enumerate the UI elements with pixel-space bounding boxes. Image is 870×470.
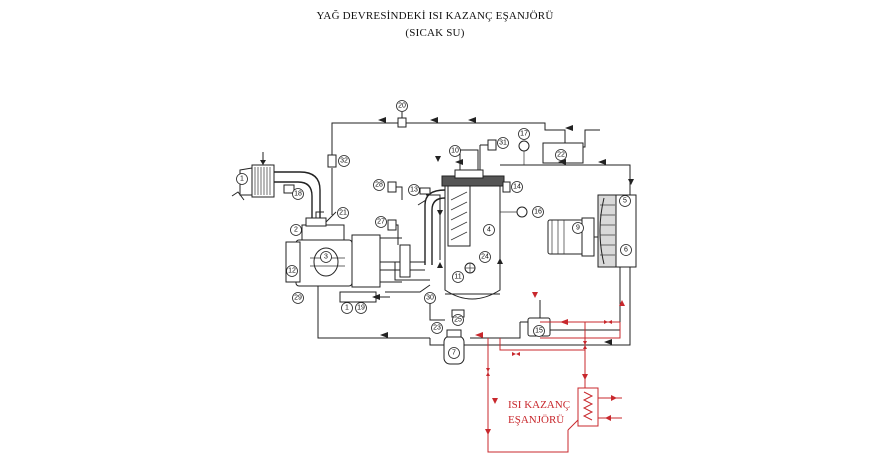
callout-c27: 27 [375, 216, 387, 228]
callout-c19: 19 [355, 302, 367, 314]
svg-text:14: 14 [513, 184, 521, 191]
svg-text:30: 30 [426, 295, 434, 302]
svg-text:9: 9 [576, 225, 580, 232]
callout-c13: 13 [408, 184, 420, 196]
svg-text:12: 12 [288, 268, 296, 275]
svg-text:13: 13 [410, 187, 418, 194]
svg-text:22: 22 [557, 152, 565, 159]
callout-c25: 25 [452, 314, 464, 326]
svg-text:32: 32 [340, 158, 348, 165]
oil-separator-tank [441, 149, 505, 300]
callout-c1b: 1 [341, 302, 353, 314]
callout-c10: 10 [449, 145, 461, 157]
callout-c11: 11 [452, 271, 464, 283]
callout-c2: 2 [290, 224, 302, 236]
svg-text:3: 3 [324, 254, 328, 261]
callout-c3: 3 [320, 251, 332, 263]
svg-text:28: 28 [375, 182, 383, 189]
callout-c20: 20 [396, 100, 408, 112]
svg-text:15: 15 [535, 328, 543, 335]
svg-text:24: 24 [481, 254, 489, 261]
heat-exchanger-label-line2: EŞANJÖRÜ [508, 414, 564, 426]
callout-c28: 28 [373, 179, 385, 191]
svg-text:4: 4 [487, 227, 491, 234]
svg-text:16: 16 [534, 209, 542, 216]
callout-c22: 22 [555, 149, 567, 161]
svg-text:19: 19 [357, 305, 365, 312]
svg-text:29: 29 [294, 295, 302, 302]
callout-c32: 32 [338, 155, 350, 167]
callout-c15: 15 [533, 325, 545, 337]
callout-c12: 12 [286, 265, 298, 277]
callout-c18: 18 [292, 188, 304, 200]
air-filter-assembly [231, 152, 321, 222]
svg-text:1: 1 [345, 305, 349, 312]
svg-text:18: 18 [294, 191, 302, 198]
svg-text:17: 17 [520, 131, 528, 138]
compressor-block [285, 211, 411, 303]
svg-text:27: 27 [377, 219, 385, 226]
callout-c30: 30 [424, 292, 436, 304]
svg-text:11: 11 [454, 274, 461, 281]
svg-text:2: 2 [294, 227, 298, 234]
callout-c23: 23 [431, 322, 443, 334]
callout-c6: 6 [620, 244, 632, 256]
svg-text:23: 23 [433, 325, 441, 332]
callout-c9: 9 [572, 222, 584, 234]
svg-text:5: 5 [623, 198, 627, 205]
callout-c4: 4 [483, 224, 495, 236]
callout-c7: 7 [448, 347, 460, 359]
callout-c17: 17 [518, 128, 530, 140]
callout-c31: 31 [497, 137, 509, 149]
flow-arrows [372, 117, 634, 345]
svg-text:31: 31 [499, 140, 507, 147]
oil-air-cooler [597, 194, 637, 268]
svg-text:7: 7 [452, 350, 456, 357]
diagram-title: YAĞ DEVRESİNDEKİ ISI KAZANÇ EŞANJÖRÜ [316, 10, 554, 22]
callout-c29: 29 [292, 292, 304, 304]
callout-c14: 14 [511, 181, 523, 193]
heat-recovery-circuit [475, 292, 625, 453]
heat-exchanger-label-line1: ISI KAZANÇ [508, 399, 570, 411]
svg-text:6: 6 [624, 247, 628, 254]
callout-c24: 24 [479, 251, 491, 263]
callout-c1: 1 [236, 173, 248, 185]
svg-text:21: 21 [339, 210, 347, 217]
svg-text:20: 20 [398, 103, 406, 110]
diagram-subtitle: (SICAK SU) [405, 27, 465, 39]
callout-c5: 5 [619, 195, 631, 207]
svg-text:1: 1 [240, 176, 244, 183]
callout-c21: 21 [337, 207, 349, 219]
svg-text:25: 25 [454, 317, 462, 324]
callout-c16: 16 [532, 206, 544, 218]
svg-text:10: 10 [451, 148, 459, 155]
